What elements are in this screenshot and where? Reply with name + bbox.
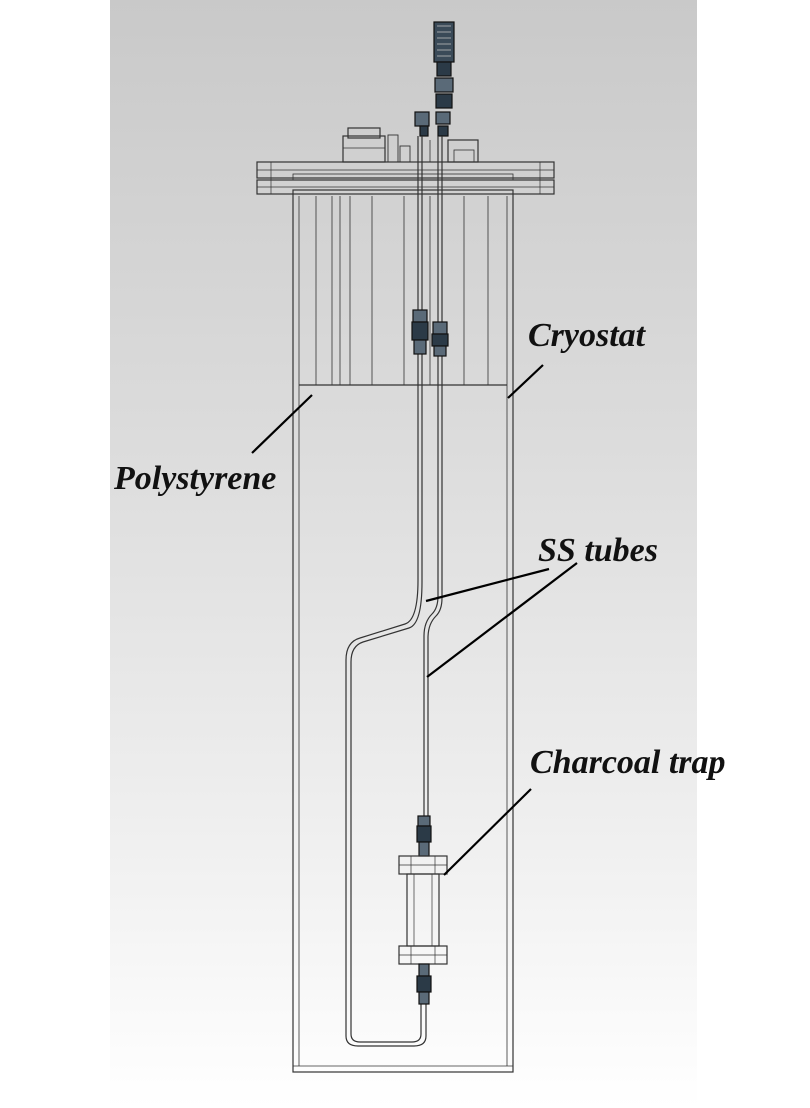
tube-fitting-upper-left [411, 309, 429, 355]
label-charcoal-trap: Charcoal trap [530, 744, 726, 781]
leader-ss-tubes-lower [426, 562, 578, 678]
ss-tube-right [423, 136, 443, 822]
leader-cryostat [507, 364, 544, 399]
pressure-gauge [414, 21, 455, 137]
label-polystyrene: Polystyrene [113, 460, 276, 497]
polystyrene-block [299, 196, 507, 386]
leader-charcoal-trap [443, 788, 532, 876]
label-cryostat: Cryostat [528, 317, 647, 354]
ss-tube-left [345, 136, 427, 1047]
label-ss-tubes: SS tubes [538, 532, 658, 569]
leader-ss-tubes-upper [425, 567, 550, 603]
tube-fitting-upper-right [431, 321, 449, 357]
cryostat-vessel [292, 189, 514, 1073]
background-panel [110, 0, 697, 1108]
leader-polystyrene [251, 394, 313, 454]
top-flange [256, 127, 555, 195]
charcoal-trap [398, 815, 448, 1005]
